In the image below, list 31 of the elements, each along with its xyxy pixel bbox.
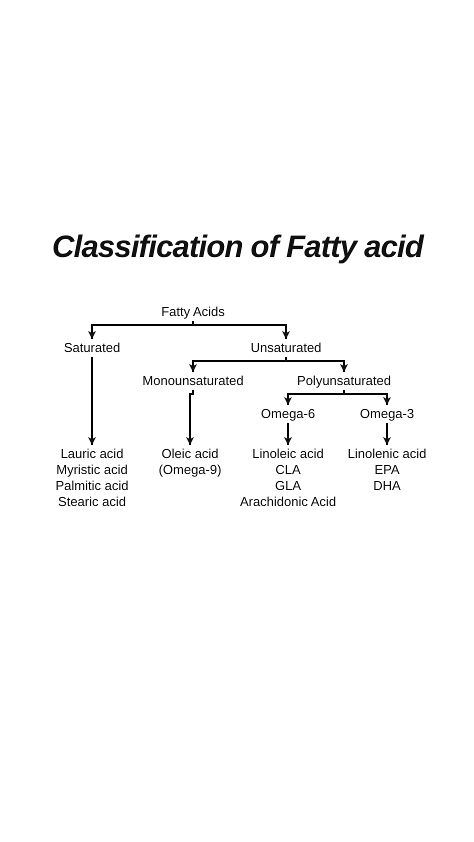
arrow <box>284 423 292 445</box>
list-item: Linolenic acid <box>348 446 426 462</box>
arrow <box>186 390 194 445</box>
arrow <box>284 390 345 405</box>
list-item: Arachidonic Acid <box>240 494 336 510</box>
list-item: EPA <box>373 462 401 478</box>
arrow <box>343 390 391 405</box>
node-label: Polyunsaturated <box>297 373 391 389</box>
node-label: Omega-6 <box>260 406 316 422</box>
list-item: CLA <box>274 462 302 478</box>
node-label: Fatty Acids <box>161 304 225 320</box>
diagram-title: Classification of Fatty acid <box>52 228 424 266</box>
list-item: DHA <box>372 478 402 494</box>
list-item: Palmitic acid <box>56 478 128 494</box>
arrow <box>285 357 348 372</box>
arrow <box>88 357 96 445</box>
node-label: Saturated <box>64 340 120 356</box>
list-item: Stearic acid <box>57 494 127 510</box>
list-item: Myristic acid <box>56 462 128 478</box>
list-item: Lauric acid <box>60 446 124 462</box>
list-item: Linoleic acid <box>251 446 325 462</box>
list-item: Oleic acid <box>160 446 220 462</box>
list-item: GLA <box>274 478 302 494</box>
arrow <box>189 357 287 372</box>
arrow <box>383 423 391 445</box>
arrow <box>192 321 290 339</box>
list-item: (Omega-9) <box>158 462 222 478</box>
arrow <box>88 321 194 339</box>
node-label: Omega-3 <box>360 406 414 422</box>
node-label: Unsaturated <box>250 340 322 356</box>
node-label: Monounsaturated <box>142 373 244 389</box>
